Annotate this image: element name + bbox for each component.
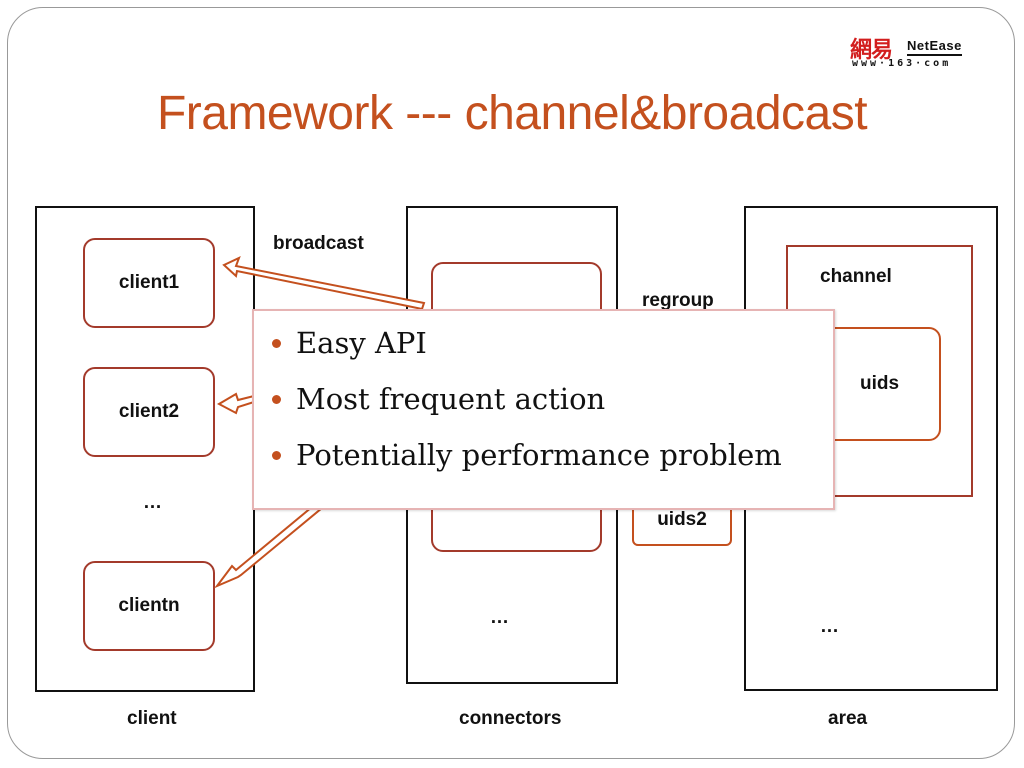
arrow-to-client2 xyxy=(216,392,255,415)
area-column-label: area xyxy=(828,708,868,729)
bullet-item: Potentially performance problem xyxy=(272,435,833,491)
bullet-dot xyxy=(272,395,281,404)
bullet-item: Most frequent action xyxy=(272,379,833,435)
logo-url: www·163·com xyxy=(852,58,952,69)
logo-chinese: 網易 xyxy=(850,37,893,63)
client2-node: client2 xyxy=(83,367,215,457)
bullet-text: Most frequent action xyxy=(296,382,606,416)
arrow-to-clientn xyxy=(213,500,324,589)
bullet-dot xyxy=(272,451,281,460)
bullet-text: Easy API xyxy=(296,326,427,360)
bullet-item: Easy API xyxy=(272,323,833,379)
area-ellipsis: … xyxy=(820,616,839,637)
clientn-node: clientn xyxy=(83,561,215,651)
regroup-label: regroup xyxy=(642,290,714,311)
uids-node: uids xyxy=(818,327,941,441)
netease-logo: 網易 NetEase www·163·com xyxy=(850,30,980,74)
channel-label: channel xyxy=(820,266,892,287)
connectors-ellipsis: … xyxy=(490,607,509,628)
arrow-to-client1 xyxy=(222,256,426,311)
slide-title: Framework --- channel&broadcast xyxy=(156,87,868,140)
client-column-label: client xyxy=(127,708,177,729)
connectors-column-label: connectors xyxy=(459,708,562,729)
bullet-list: Easy API Most frequent action Potentiall… xyxy=(254,311,833,491)
bullet-dot xyxy=(272,339,281,348)
broadcast-label: broadcast xyxy=(273,233,364,254)
logo-english: NetEase xyxy=(907,38,962,56)
info-popup: Easy API Most frequent action Potentiall… xyxy=(252,309,835,510)
client1-node: client1 xyxy=(83,238,215,328)
bullet-text: Potentially performance problem xyxy=(296,438,782,472)
client-ellipsis: … xyxy=(143,492,162,513)
slide-frame xyxy=(7,7,1015,759)
